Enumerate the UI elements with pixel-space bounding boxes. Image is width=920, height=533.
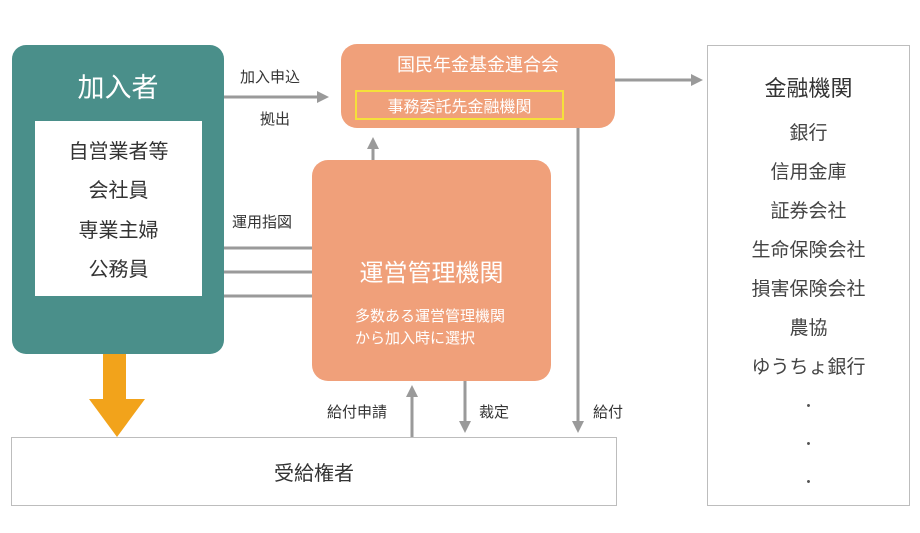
federation-title: 国民年金基金連合会 <box>397 55 559 76</box>
institution-item: 損害保険会社 <box>751 278 866 300</box>
subscriber-type: 自営業者等 <box>68 139 169 164</box>
claim-label: 給付申請 <box>327 403 388 421</box>
recipient-box: 受給権者 <box>11 437 617 506</box>
entrusted-institution: 事務委託先金融機関 <box>355 90 564 120</box>
subscriber-type: 会社員 <box>88 178 149 203</box>
subscriber-to-recipient-head <box>89 399 145 437</box>
subscriber-type: 専業主婦 <box>78 217 159 242</box>
federation-box <box>341 44 615 128</box>
manager-title: 運営管理機関 <box>359 259 504 287</box>
institution-item: ゆうちょ銀行 <box>751 356 866 378</box>
apply-label: 加入申込 <box>240 68 301 86</box>
manager-desc-line: から加入時に選択 <box>355 329 476 347</box>
institution-item: 農協 <box>789 317 828 339</box>
institution-item: 生命保険会社 <box>751 239 866 261</box>
benefit-label: 給付 <box>593 403 624 421</box>
manager-box <box>312 160 551 381</box>
recipient-title: 受給権者 <box>274 461 354 485</box>
manager-description: 多数ある運営管理機関 から加入時に選択 <box>355 305 545 349</box>
ellipsis-dot: ・ <box>801 437 816 453</box>
institution-item: 証券会社 <box>770 200 847 222</box>
subscriber-title: 加入者 <box>77 73 159 104</box>
instruction-label: 運用指図 <box>232 213 293 231</box>
subscriber-types: 自営業者等 会社員 専業主婦 公務員 <box>35 121 202 296</box>
institution-item: 信用金庫 <box>770 161 847 183</box>
subscriber-type: 公務員 <box>88 256 149 281</box>
manager-desc-line: 多数ある運営管理機関 <box>355 307 506 325</box>
decision-label: 裁定 <box>479 403 510 421</box>
institutions-box <box>707 45 910 506</box>
ellipsis-dot: ・ <box>801 475 816 491</box>
contribution-label: 拠出 <box>260 110 291 128</box>
ellipsis-dot: ・ <box>801 399 816 415</box>
institution-item: 銀行 <box>789 122 828 144</box>
institutions-list: 銀行 信用金庫 証券会社 生命保険会社 損害保険会社 農協 ゆうちょ銀行 <box>707 114 910 387</box>
institutions-title: 金融機関 <box>764 77 853 102</box>
